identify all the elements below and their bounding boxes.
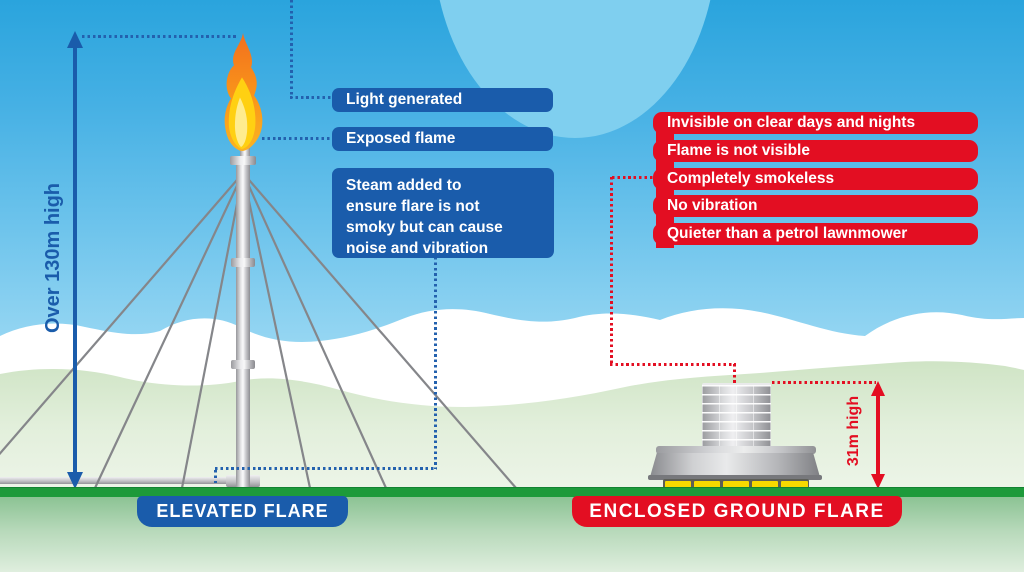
ground-flare-feet bbox=[663, 479, 809, 490]
ground-flare-cylinder bbox=[702, 383, 771, 449]
ground-height-arrow-line bbox=[876, 393, 880, 477]
height-arrowhead-bottom bbox=[67, 472, 83, 489]
flame-connector bbox=[262, 137, 334, 140]
ground-gas-pipe bbox=[0, 477, 244, 484]
steam-connector-horizontal bbox=[215, 467, 437, 470]
ground-strip bbox=[0, 487, 1024, 498]
yellow-foot bbox=[664, 480, 691, 489]
light-connector-horizontal bbox=[290, 96, 334, 99]
ground-flare-connector-drop bbox=[733, 364, 736, 384]
light-connector-vertical bbox=[290, 0, 293, 98]
elevated-flare-badge: ELEVATED FLARE bbox=[137, 496, 348, 527]
elevated-height-label: Over 130m high bbox=[42, 182, 64, 334]
flare-tip-nozzle bbox=[240, 144, 250, 160]
yellow-foot bbox=[781, 480, 808, 489]
ground-flare-connector-horizontal bbox=[610, 363, 736, 366]
height-dotted-line-top bbox=[82, 35, 238, 38]
enclosed-ground-flare-badge: ENCLOSED GROUND FLARE bbox=[572, 496, 902, 527]
callout-steam-added: Steam added to ensure flare is not smoky… bbox=[332, 168, 554, 258]
callout-invisible: Invisible on clear days and nights bbox=[653, 112, 978, 134]
height-arrow-line bbox=[73, 46, 77, 474]
callout-no-vibration: No vibration bbox=[653, 195, 978, 217]
steam-connector-vertical bbox=[434, 257, 437, 469]
smokeless-connector-vertical bbox=[610, 177, 613, 365]
yellow-foot bbox=[722, 480, 750, 489]
callout-exposed-flame: Exposed flame bbox=[332, 127, 553, 151]
ground-flare-base-lip bbox=[656, 446, 816, 454]
smokeless-connector-horizontal bbox=[612, 176, 654, 179]
flame-icon bbox=[224, 33, 263, 151]
yellow-foot bbox=[752, 480, 779, 489]
steam-connector-tick bbox=[214, 470, 217, 483]
height-arrowhead-top bbox=[67, 31, 83, 48]
callout-light-generated: Light generated bbox=[332, 88, 553, 112]
yellow-foot bbox=[693, 480, 720, 489]
flare-stack-mast bbox=[236, 158, 250, 488]
flare-tip-flange bbox=[230, 156, 256, 165]
steam-line-4: noise and vibration bbox=[346, 240, 489, 257]
ground-flare-base-skirt bbox=[650, 453, 820, 477]
enclosed-height-label: 31m high bbox=[845, 395, 862, 467]
callout-smokeless: Completely smokeless bbox=[653, 168, 978, 190]
mast-collar-lower bbox=[231, 360, 255, 369]
callout-flame-not-visible: Flame is not visible bbox=[653, 140, 978, 162]
ground-height-arrowhead-top bbox=[871, 381, 885, 396]
ground-height-dotted-line bbox=[772, 381, 876, 384]
callout-quieter: Quieter than a petrol lawnmower bbox=[653, 223, 978, 245]
steam-line-3: smoky but can cause bbox=[346, 219, 503, 236]
steam-line-1: Steam added to bbox=[346, 177, 462, 194]
steam-line-2: ensure flare is not bbox=[346, 198, 480, 215]
ground-flare-base-rim bbox=[648, 475, 822, 480]
ground-height-arrowhead-bottom bbox=[871, 474, 885, 489]
mast-collar-upper bbox=[231, 258, 255, 267]
